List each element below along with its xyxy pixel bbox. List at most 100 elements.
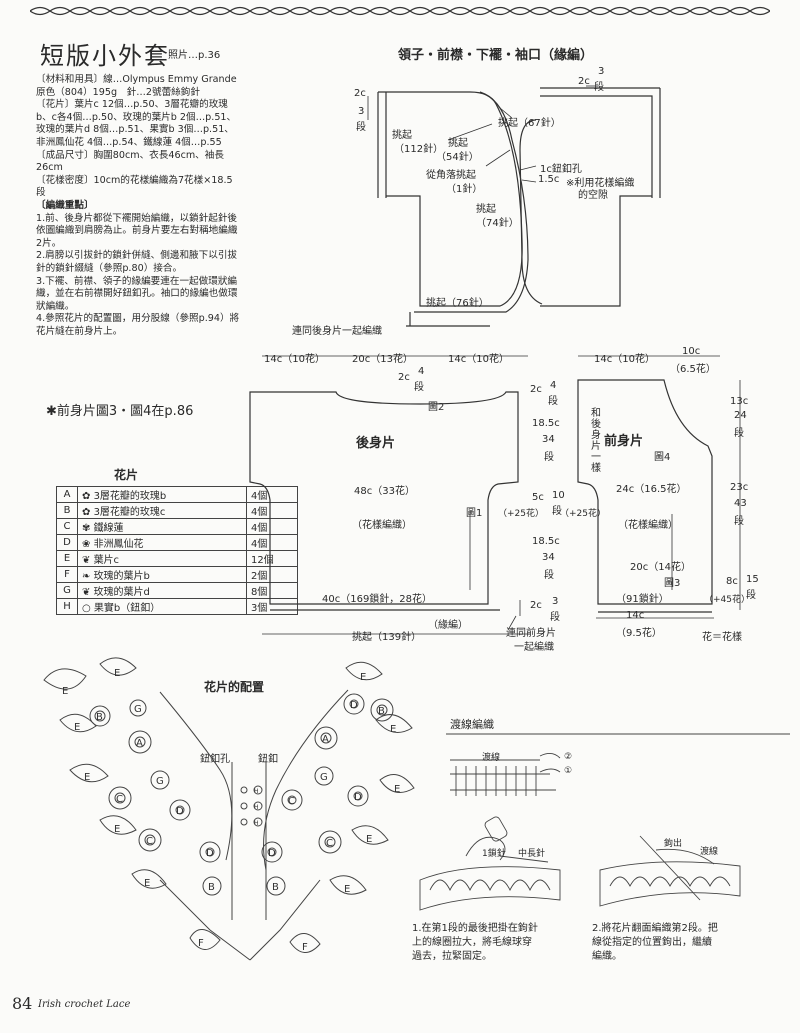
svg-text:H: H [254, 820, 259, 827]
back-w40: 40c（169鎖針，28花） [322, 594, 433, 605]
label-together: 連同後身片一起編織 [292, 326, 382, 337]
label-pick67: 挑起（67針） [498, 118, 561, 129]
label-pick74: 挑起 [476, 204, 496, 215]
part-symbol-icon: ✿ [82, 491, 94, 502]
svg-text:G: G [134, 704, 142, 715]
back-edge: （緣編） [428, 620, 468, 631]
parts-table-title: 花片 [114, 468, 139, 482]
caption-line: 上的線圈拉大，將毛線球穿 [412, 937, 532, 948]
svg-text:E: E [144, 878, 150, 889]
side-2c: 2c [530, 384, 542, 395]
materials-text: 〔材料和用具〕線…Olympus Emmy Grande 原色（804）195g… [36, 74, 256, 338]
side-duan-a: 段 [544, 452, 554, 463]
part-name-text: 果實b（鈕釦） [93, 603, 161, 614]
front-fig4: 圖4 [654, 452, 671, 463]
part-symbol-icon: ✿ [82, 507, 94, 518]
front-r43: 43 [734, 498, 747, 509]
back-pick139: 挑起（139針） [352, 632, 422, 643]
svg-text:D: D [268, 848, 276, 859]
svg-text:B: B [272, 882, 279, 893]
front-legend: 花＝花樣 [702, 632, 742, 643]
cross-hdc: 中長針 [518, 849, 546, 859]
cross-yarn: 渡線 [700, 847, 719, 857]
front-w91: （91鎖針） [616, 594, 669, 605]
cross-label: 渡線 [482, 753, 501, 763]
label-corner: 從角落挑起 [426, 170, 476, 181]
svg-text:E: E [74, 722, 80, 733]
svg-text:E: E [366, 834, 372, 845]
front-same-as-back: 和後身片一樣 [591, 408, 601, 474]
svg-text:D: D [206, 848, 214, 859]
label-note2: 的空隙 [578, 190, 608, 201]
mat-line: 花片縫在前身片上。 [36, 325, 123, 337]
front-r24: 24 [734, 410, 747, 421]
collar-duan-right: 段 [594, 82, 604, 93]
part-symbol-icon: ❦ [82, 587, 94, 598]
svg-text:A: A [136, 738, 143, 749]
caption-line: 過去，拉緊固定。 [412, 951, 492, 962]
side-h34a: 34 [542, 434, 555, 445]
caption-line: 1.在第1段的最後把掛在鉤針 [412, 923, 538, 934]
collar-3-left: 3 [358, 106, 365, 117]
label-pick74b: （74針） [476, 218, 519, 229]
mat-line: b、c各4個…p.50、玫瑰的葉片b 2個…p.51、 [36, 111, 237, 123]
mat-line: 2.肩膀以引拔針的鎖針併縫、側邊和腋下以引拔 [36, 250, 238, 262]
front-r23: 23c [730, 482, 749, 493]
svg-text:C: C [288, 796, 295, 807]
svg-text:E: E [360, 672, 366, 683]
part-name-text: 玫瑰的葉片d [93, 587, 150, 598]
back-neck-duan: 段 [414, 382, 424, 393]
front-body-ref: ✱前身片圖3・圖4在p.86 [46, 404, 194, 419]
front-pattern: （花樣編織） [618, 520, 678, 531]
svg-text:H: H [254, 788, 259, 795]
part-name-text: 3層花瓣的玫瑰c [93, 507, 166, 518]
front-r15: 15 [746, 574, 759, 585]
side-duan-c: 段 [544, 570, 554, 581]
part-name-text: 葉片c [93, 555, 120, 566]
back-fig2: 圖2 [428, 402, 445, 413]
side-h185a: 18.5c [532, 418, 560, 429]
collar-diagram-title: 領子・前襟・下襬・袖口（緣編） [398, 48, 594, 63]
mat-line: 〔成品尺寸〕胸圍80cm、衣長46cm、袖長 [36, 149, 224, 161]
svg-text:B: B [208, 882, 215, 893]
svg-text:D: D [350, 700, 358, 711]
part-name-text: 3層花瓣的玫瑰b [93, 491, 167, 502]
svg-text:F: F [302, 942, 308, 953]
side-plus25b: （+25花） [560, 509, 606, 519]
mat-line: 狀編織。 [36, 300, 75, 312]
front-top65: （6.5花） [670, 364, 716, 375]
cross-caption-1: 1.在第1段的最後把掛在鉤針 上的線圈拉大，將毛線球穿 過去，拉緊固定。 [412, 922, 538, 964]
part-name-text: 玫瑰的葉片b [93, 571, 150, 582]
label-c15: 1.5c [538, 174, 560, 185]
front-w24: 24c（16.5花） [616, 484, 687, 495]
svg-text:G: G [320, 772, 328, 783]
collar-2c-right: 2c [578, 76, 590, 87]
mat-line: 非洲鳳仙花 4個…p.54、鐵線蓮 4個…p.55 [36, 136, 222, 148]
front-title: 前身片 [604, 434, 644, 449]
book-title: Irish crochet Lace [38, 999, 131, 1010]
layout-button: 鈕釦 [258, 754, 278, 765]
collar-2c-left: 2c [354, 88, 366, 99]
svg-text:E: E [84, 772, 90, 783]
mat-line: 〔花樣密度〕10cm的花樣編織為7花樣×18.5 [36, 174, 233, 186]
cross-pull: 鉤出 [664, 839, 683, 849]
mat-heading: 〔編織重點〕 [36, 199, 94, 211]
svg-text:C: C [326, 838, 333, 849]
mat-line: 26cm [36, 162, 63, 174]
back-w48: 48c（33花） [354, 486, 415, 497]
front-w95: （9.5花） [616, 628, 662, 639]
svg-text:D: D [176, 806, 184, 817]
svg-text:H: H [254, 804, 259, 811]
svg-text:D: D [354, 792, 362, 803]
mat-line: 針的鎖針綴縫（參照p.80）接合。 [36, 262, 183, 274]
front-plus45: （+45花） [704, 595, 750, 605]
part-symbol-icon: ❦ [82, 555, 94, 566]
back-w14a: 14c（10花） [264, 354, 325, 365]
cross-title: 渡線編織 [450, 718, 494, 731]
mat-line: 段 [36, 187, 46, 199]
